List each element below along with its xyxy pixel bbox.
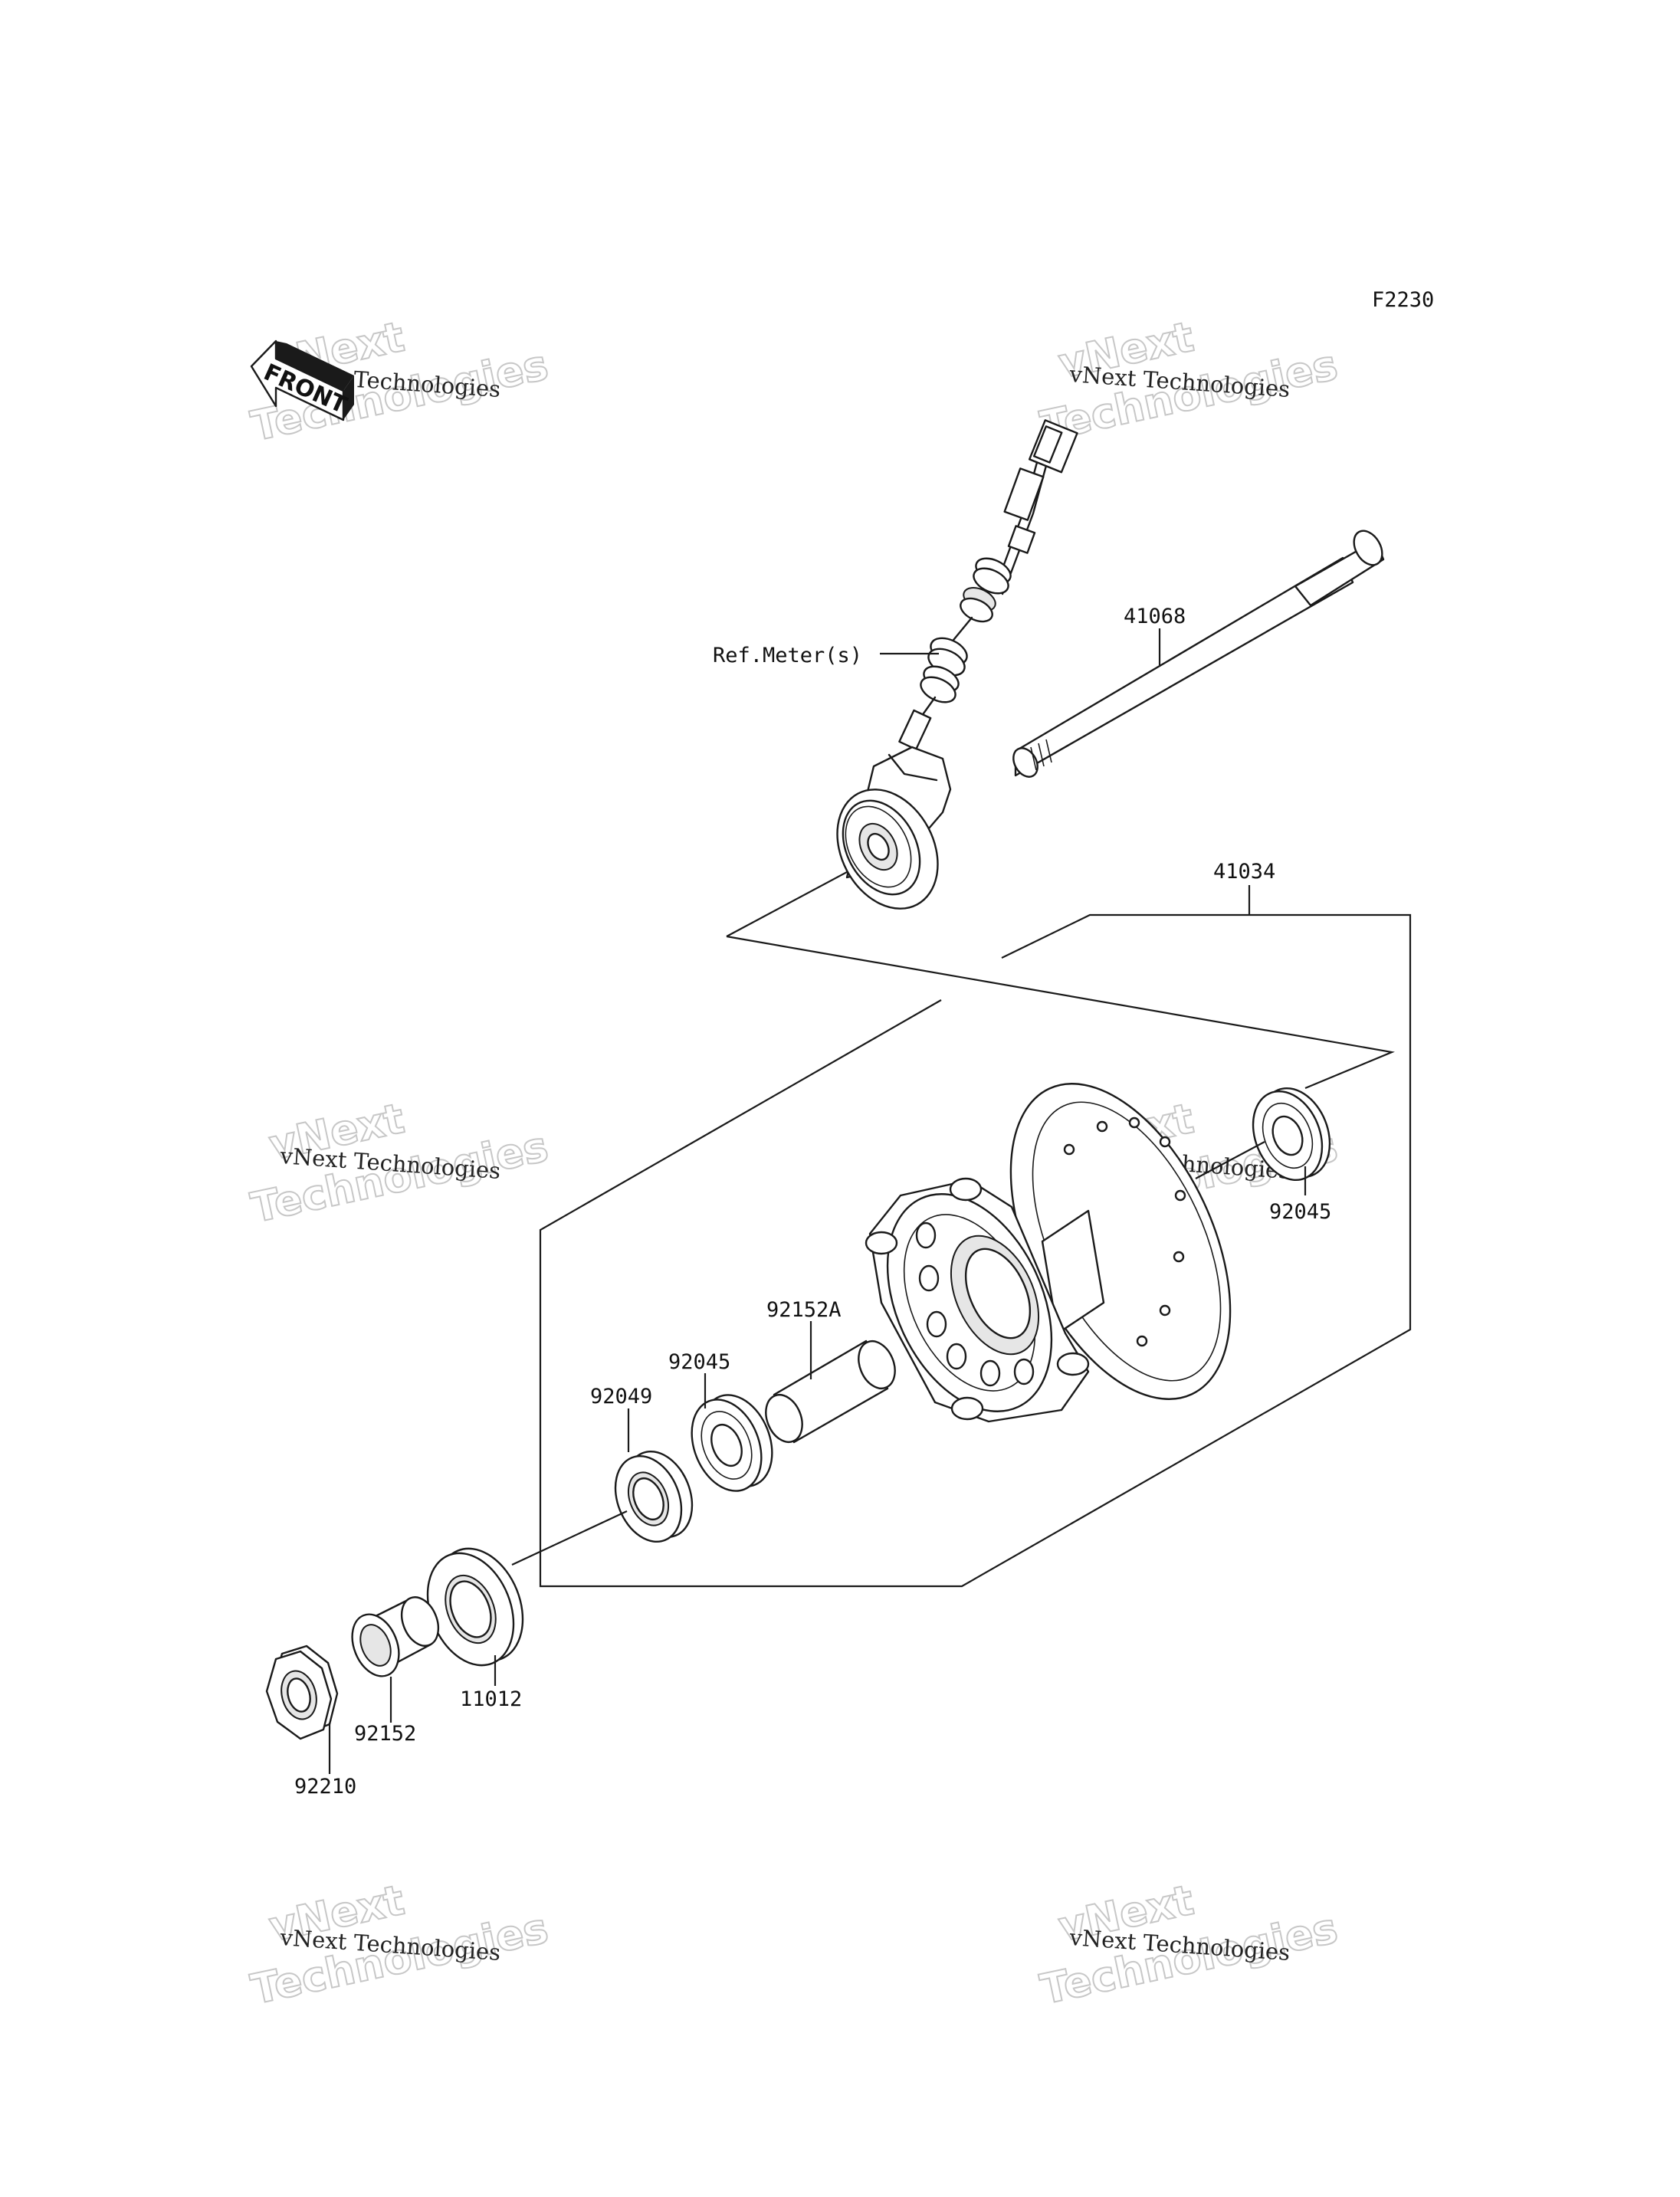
speedometer-hub-connector-lines [726,865,1395,1090]
watermark-middle-left: vNext Technologies vNext Technologies [246,1094,553,1233]
watermark-bottom-right: vNext Technologies vNext Technologies [1035,1875,1342,2015]
part-92152a-spacer [765,1321,896,1444]
part-label-41068: 41068 [1124,605,1186,628]
part-92045-right-bearing [1195,1087,1331,1195]
wheel-hub-body [865,1083,1232,1423]
ref-meter-label: Ref.Meter(s) [713,644,862,667]
part-92210-nut [265,1644,339,1774]
part-label-92045-right: 92045 [1269,1200,1331,1224]
part-label-11012: 11012 [460,1687,522,1711]
part-label-92152a: 92152A [766,1298,842,1322]
part-label-92210: 92210 [294,1775,356,1799]
part-label-92045-left: 92045 [668,1350,730,1374]
part-label-92152: 92152 [354,1722,416,1746]
speed-sensor-cable [898,419,1078,751]
part-label-92049: 92049 [590,1385,652,1408]
part-92045-left-bearing [691,1373,773,1492]
part-92152-collar [351,1596,440,1723]
part-label-41034: 41034 [1213,860,1275,884]
hub-assembly-bracket-frame [539,913,1412,1588]
watermark-top-right: vNext Technologies vNext Technologies [1035,312,1342,451]
part-92049-oil-seal [511,1408,694,1566]
part-41068-front-axle [1012,530,1385,778]
part-11012-cap [426,1547,524,1686]
hub-bolt-holes [915,1221,1035,1387]
speedometer-gear-housing [836,746,952,910]
watermark-bottom-left: vNext Technologies vNext Technologies [246,1875,553,2015]
diagram-code: F2230 [1372,288,1434,312]
hub-spoke-holes [1063,1117,1186,1347]
